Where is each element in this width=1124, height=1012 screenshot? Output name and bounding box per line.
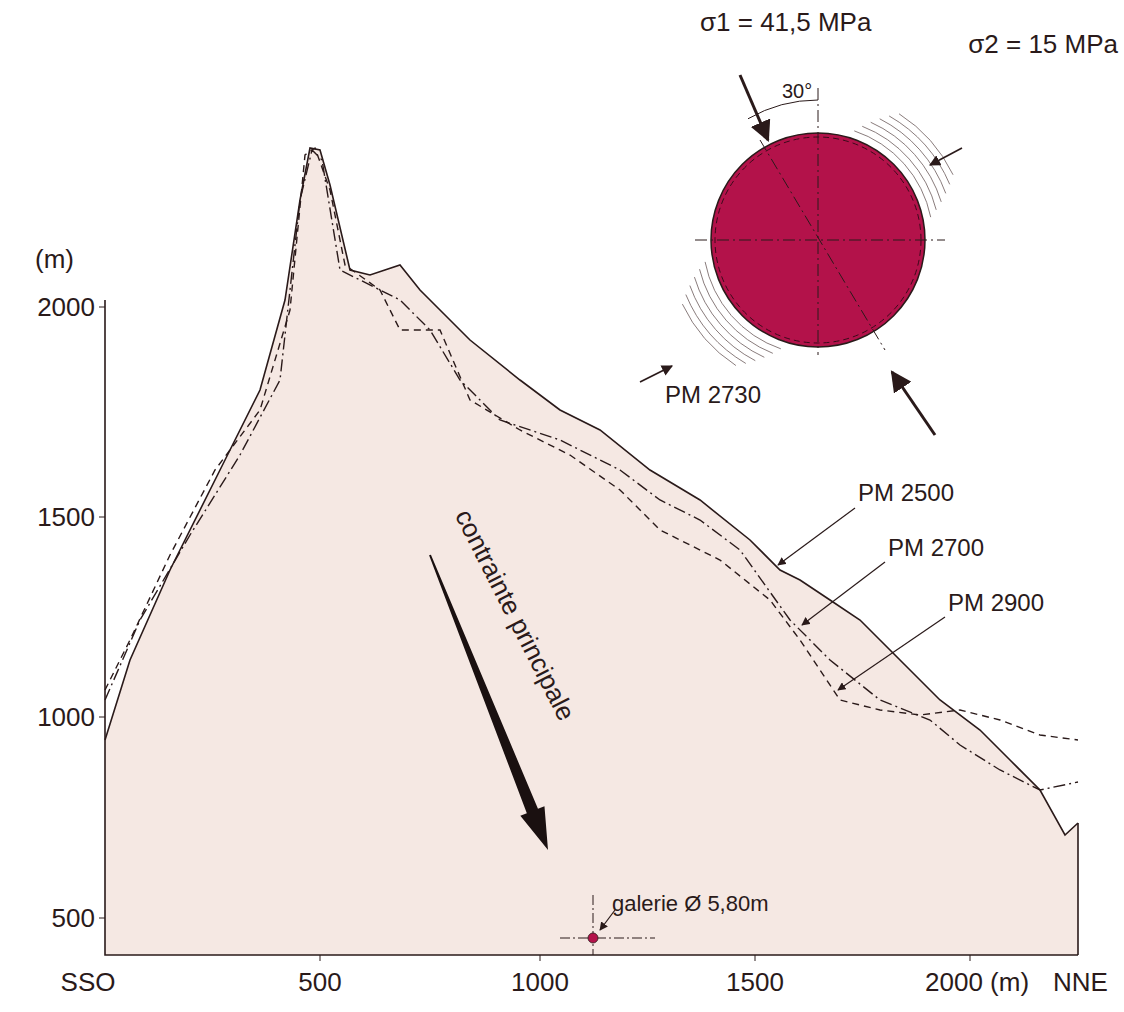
- stress-arrow: [892, 372, 935, 435]
- direction-label: SSO: [61, 968, 116, 997]
- tick: [99, 717, 105, 718]
- stress-arrow: [640, 366, 672, 382]
- rock-mass: [105, 148, 1078, 955]
- stress-value: σ1 = 41,5 MPa: [700, 8, 871, 37]
- profile-pm2500: [105, 148, 1078, 835]
- profile-label: PM 2700: [888, 535, 984, 561]
- axis-unit: (m): [35, 245, 74, 274]
- axis-number: 1500: [726, 968, 784, 997]
- tick: [755, 955, 756, 961]
- axes: [105, 300, 1078, 955]
- axis-number: 1500: [37, 503, 95, 532]
- leader: [778, 508, 855, 565]
- profile-pm2900: [105, 148, 1078, 740]
- tick: [99, 307, 105, 308]
- angle-value: 30°: [782, 80, 812, 102]
- angle-arc: [748, 100, 818, 119]
- axis-line: [593, 895, 594, 955]
- axis-line: [818, 88, 819, 355]
- tick: [99, 517, 105, 518]
- axis-number: 1000: [37, 703, 95, 732]
- axis-number: 500: [298, 968, 341, 997]
- axis-line: [760, 140, 885, 350]
- direction-label: NNE: [1053, 968, 1108, 997]
- axis-number: 1000: [511, 968, 569, 997]
- profile-label: PM 2500: [858, 480, 954, 506]
- tick: [970, 955, 971, 961]
- hatching: [682, 114, 953, 366]
- stress-value: σ2 = 15 MPa: [968, 30, 1118, 59]
- leader: [838, 617, 945, 690]
- profile-label: PM 2900: [948, 590, 1044, 616]
- axis-number: 500: [52, 904, 95, 933]
- gallery-label: galerie Ø 5,80m: [612, 892, 769, 916]
- stress-arrow: [930, 148, 962, 165]
- tick: [99, 918, 105, 919]
- tick: [320, 955, 321, 961]
- stress-arrow: [740, 75, 768, 140]
- tick: [540, 955, 541, 961]
- stress-arrow: [429, 555, 548, 850]
- section-label: PM 2730: [665, 382, 761, 408]
- leader: [802, 562, 885, 625]
- axis-line: [560, 938, 655, 939]
- axis-number: 2000 (m): [925, 968, 1029, 997]
- gallery-dot: [588, 933, 598, 943]
- right-edge: [1077, 823, 1079, 955]
- axis-number: 2000: [37, 293, 95, 322]
